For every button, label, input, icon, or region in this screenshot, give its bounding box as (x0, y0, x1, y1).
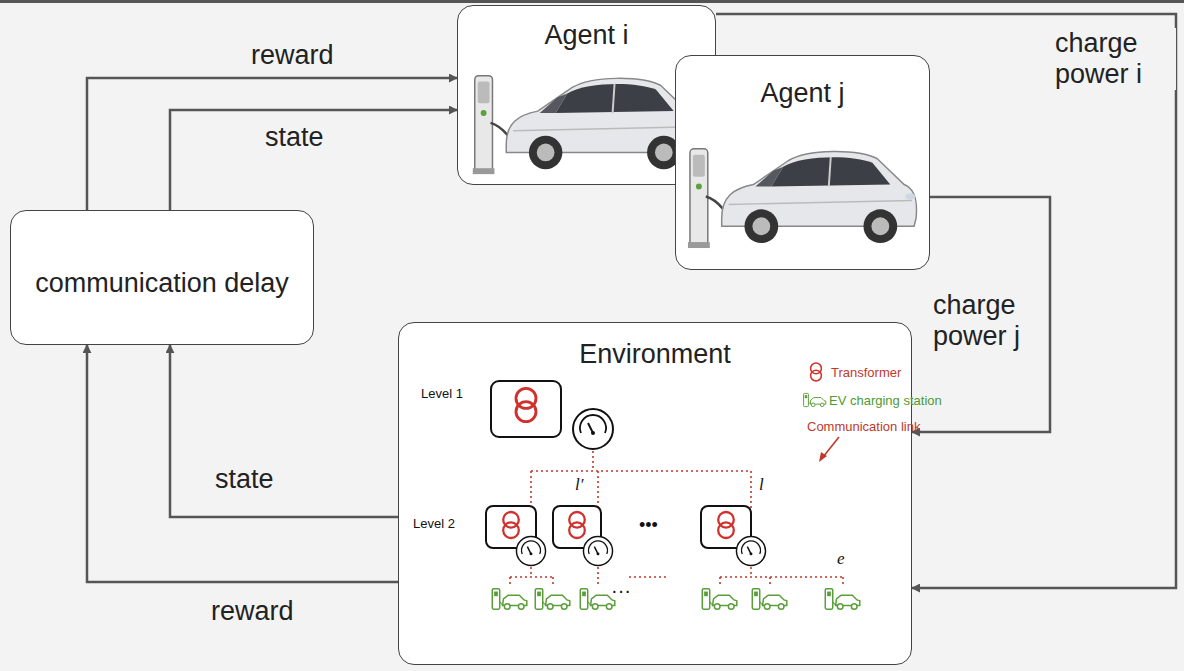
edge-label: state (212, 464, 277, 495)
edge-label: state (262, 122, 327, 153)
flow-arrow (170, 345, 398, 517)
node-title: Agent i (544, 20, 628, 51)
edge-label: reward (248, 40, 337, 71)
grid-label: e (837, 549, 845, 569)
edge-label: reward (208, 596, 297, 627)
edge-label: charge power j (930, 290, 1048, 352)
grid-label: EV charging station (829, 393, 942, 408)
ev-car-illustration (684, 124, 922, 259)
grid-label: ··· (611, 579, 631, 602)
grid-label: ••• (639, 515, 658, 536)
grid-label: l′ (575, 475, 583, 495)
flow-arrow (170, 110, 457, 210)
top-rule (0, 0, 1184, 3)
flow-arrow (87, 78, 457, 210)
delay-box: communication delay (10, 210, 314, 345)
grid-label: l (759, 475, 764, 495)
agent-box: Agent j (675, 55, 930, 270)
flow-arrow (87, 345, 398, 582)
grid-label: Transformer (831, 365, 901, 380)
grid-label: Level 1 (421, 386, 463, 401)
grid-label: Level 2 (413, 516, 455, 531)
node-title: Environment (579, 339, 731, 370)
edge-label: charge power i (1052, 28, 1176, 90)
ev-car-illustration (468, 54, 706, 182)
node-title: Agent j (760, 78, 844, 109)
grid-label: Communication link (807, 419, 920, 434)
node-title: communication delay (22, 266, 302, 301)
environment-box: EnvironmentLevel 1TransformerEV charging… (398, 322, 912, 665)
